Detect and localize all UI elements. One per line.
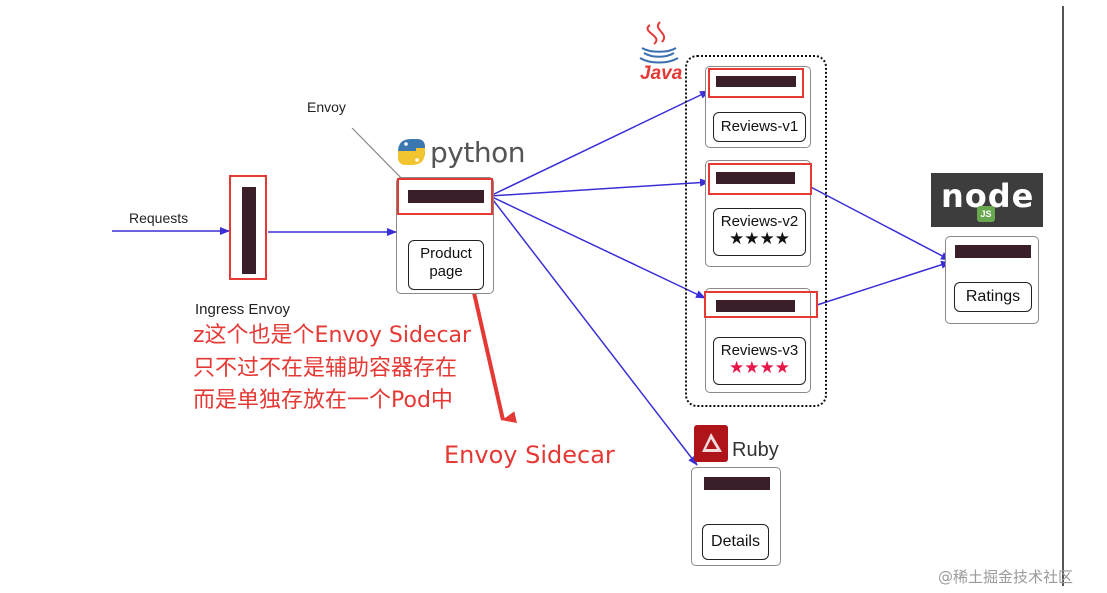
ratings-envoy-bar: [955, 245, 1031, 258]
productpage-envoy-bar: [408, 190, 484, 203]
reviews-v1-label: Reviews-v1: [720, 118, 799, 135]
productpage-line1: Product: [420, 245, 472, 262]
arrow-productpage-to-reviews-v1: [489, 90, 710, 197]
reviews-group-boundary: [685, 55, 827, 407]
requests-label: Requests: [129, 210, 189, 226]
node-logo: node JS: [931, 173, 1043, 227]
reviews-v3-stars: ★★★★: [729, 358, 790, 377]
reviews-v3-service: Reviews-v3 ★★★★: [713, 337, 806, 385]
reviews-v1-envoy-bar: [716, 76, 796, 87]
java-logo-label: Java: [640, 63, 683, 84]
ingress-envoy-highlight: [229, 175, 267, 280]
productpage-service: Product page: [408, 240, 484, 290]
arrow-reviews-v3-to-ratings: [816, 260, 951, 306]
details-label: Details: [711, 533, 760, 550]
ingress-envoy-label: Ingress Envoy: [195, 301, 291, 318]
arrow-productpage-to-reviews-v3: [489, 195, 706, 299]
reviews-v2-label: Reviews-v2: [720, 213, 799, 230]
reviews-v2-service: Reviews-v2 ★★★★: [713, 208, 806, 256]
envoy-sidecar-annotation: Envoy Sidecar: [444, 441, 615, 469]
ratings-service: Ratings: [954, 282, 1032, 312]
python-icon: [398, 139, 425, 165]
reviews-v3-label: Reviews-v3: [720, 342, 799, 359]
arrow-productpage-to-reviews-v2: [489, 178, 710, 197]
annotation-line-2: 只不过不在是辅助容器存在: [193, 356, 458, 381]
annotation-line-3: 而是单独存放在一个Pod中: [193, 388, 453, 413]
details-envoy-bar: [704, 477, 770, 490]
arrow-reviews-v2-to-ratings: [804, 183, 951, 261]
productpage-line2: page: [429, 263, 463, 280]
ingress-envoy-bar: [242, 187, 256, 274]
reviews-v1-envoy-highlight: [708, 68, 804, 98]
java-icon: [639, 21, 679, 64]
python-logo-label: python: [430, 136, 525, 169]
watermark: @稀土掘金技术社区: [938, 568, 1074, 586]
ruby-logo-label: Ruby: [732, 439, 779, 461]
productpage-envoy-highlight: [397, 178, 493, 215]
reviews-v2-envoy-highlight: [708, 163, 812, 195]
ratings-label: Ratings: [965, 288, 1021, 305]
ruby-icon: [694, 425, 728, 462]
reviews-v2-envoy-bar: [716, 172, 795, 184]
reviews-v3-envoy-bar: [716, 300, 795, 312]
details-service: Details: [702, 524, 769, 560]
reviews-v3-envoy-highlight: [704, 291, 818, 318]
envoy-label: Envoy: [307, 99, 346, 115]
reviews-v2-stars: ★★★★: [729, 229, 790, 248]
node-js-badge: JS: [977, 206, 995, 222]
reviews-v1-service: Reviews-v1: [713, 112, 806, 142]
annotation-line-1: z这个也是个Envoy Sidecar: [193, 323, 472, 348]
arrow-productpage-to-details: [489, 195, 698, 466]
